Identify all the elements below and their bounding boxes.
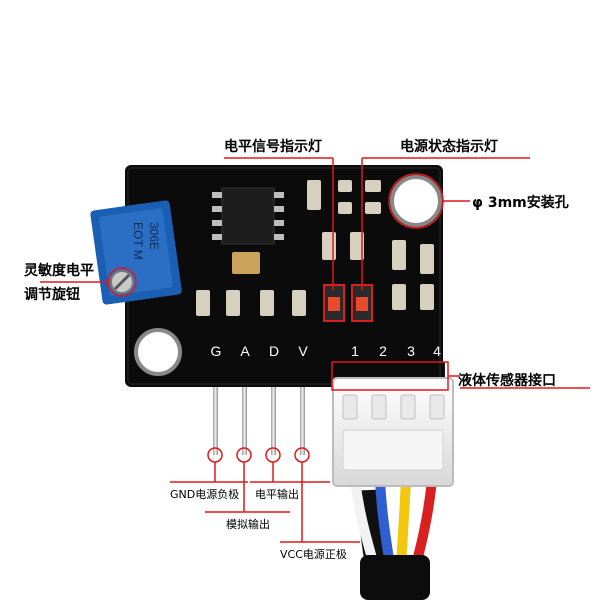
- pot-text-2: EOT M: [131, 222, 145, 260]
- sensor-cable: [350, 479, 437, 600]
- pin-label-d: D: [269, 343, 279, 359]
- mount-hole-bottom-left: [134, 328, 182, 376]
- level-out-label: 电平输出: [255, 488, 299, 501]
- callout-lines: [40, 157, 590, 543]
- sensor-port-label: 液体传感器接口: [458, 373, 556, 389]
- mount-hole-top-right: [390, 175, 442, 227]
- sensitivity-label-line2: 调节旋钮: [24, 287, 80, 303]
- vcc-label: VCC电源正极: [280, 548, 347, 561]
- indicator-leds: [323, 284, 373, 322]
- comparator-ic: [221, 187, 275, 245]
- port-label-3: 3: [407, 343, 415, 359]
- mount-hole-label: φ 3mm安装孔: [472, 195, 569, 211]
- pin-label-v: V: [298, 343, 308, 359]
- analog-out-label: 模拟输出: [226, 518, 270, 531]
- gnd-label: GND电源负极: [170, 488, 240, 501]
- level-led-label: 电平信号指示灯: [224, 139, 322, 155]
- pin-label-a: A: [240, 343, 250, 359]
- sensitivity-label-line1: 灵敏度电平: [24, 263, 94, 279]
- pcb-board: [125, 165, 443, 387]
- port-label-1: 1: [351, 343, 359, 359]
- pot-text-1: 306E: [147, 222, 161, 250]
- port-label-2: 2: [379, 343, 387, 359]
- power-led-label: 电源状态指示灯: [400, 139, 498, 155]
- pin-label-g: G: [211, 343, 222, 359]
- sensor-connector: [332, 377, 454, 487]
- potentiometer: 306E EOT M: [90, 200, 182, 305]
- port-label-4: 4: [433, 343, 441, 359]
